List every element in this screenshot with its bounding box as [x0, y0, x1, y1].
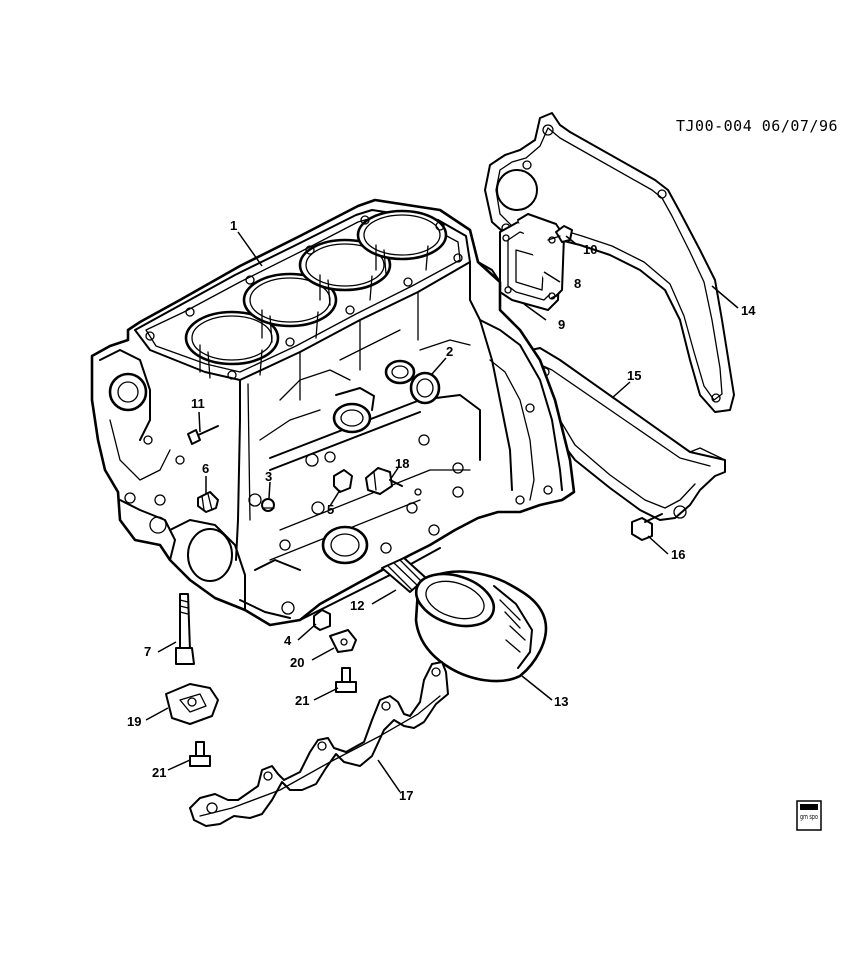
callout-21-upper: 21 — [295, 693, 309, 708]
plug-part-4 — [313, 609, 331, 631]
gm-spo-logo-icon: gm spo — [796, 800, 822, 831]
oil-filter-part-13 — [414, 570, 548, 683]
callout-3: 3 — [265, 469, 272, 484]
callout-14: 14 — [741, 303, 756, 318]
engine-block-part-1 — [90, 198, 576, 627]
switch-part-18 — [365, 467, 403, 495]
callout-21-lower: 21 — [152, 765, 166, 780]
bracket-part-19 — [165, 683, 219, 725]
callout-17: 17 — [399, 788, 413, 803]
callout-10: 10 — [583, 242, 597, 257]
callout-19: 19 — [127, 714, 141, 729]
callout-8: 8 — [574, 276, 581, 291]
callout-15: 15 — [627, 368, 641, 383]
callout-11: 11 — [191, 396, 205, 411]
callout-18: 18 — [395, 456, 409, 471]
logo-label: gm spo — [800, 813, 818, 821]
plug-part-5 — [333, 469, 353, 493]
callout-4: 4 — [284, 633, 292, 648]
cover-part-8-gasket-9 — [499, 213, 565, 311]
bolt-part-21-upper — [335, 667, 357, 693]
bolt-part-21-lower — [189, 741, 211, 767]
callout-5: 5 — [327, 502, 334, 517]
callout-20: 20 — [290, 655, 304, 670]
reference-code: TJ00-004 06/07/96 — [676, 117, 838, 135]
callout-2: 2 — [446, 344, 453, 359]
bolt-part-16 — [631, 513, 663, 541]
callout-13: 13 — [554, 694, 568, 709]
leader-lines — [145, 231, 739, 793]
callout-1: 1 — [230, 218, 237, 233]
bracket-part-20 — [329, 629, 357, 653]
callout-7: 7 — [144, 644, 151, 659]
plug-part-3 — [261, 498, 275, 512]
bolt-part-11 — [187, 425, 219, 445]
callout-16: 16 — [671, 547, 685, 562]
stud-part-7 — [175, 593, 195, 665]
callout-12: 12 — [350, 598, 364, 613]
callout-9: 9 — [558, 317, 565, 332]
seal-part-2 — [409, 371, 441, 405]
bracket-part-17 — [189, 661, 449, 827]
callout-6: 6 — [202, 461, 209, 476]
callout-labels: 1 2 3 4 5 6 7 8 9 10 11 12 13 14 15 16 1… — [127, 218, 756, 803]
plug-part-6 — [197, 491, 219, 513]
